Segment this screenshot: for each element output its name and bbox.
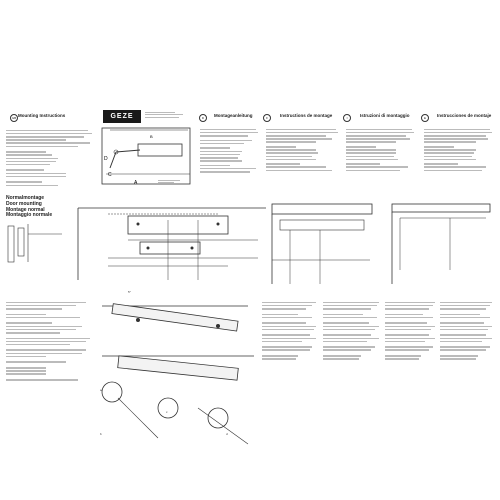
closer-diagram-top: D C A B bbox=[100, 126, 192, 186]
frame-drawing-right bbox=[270, 200, 380, 290]
label-c: c bbox=[166, 410, 168, 414]
door-mounting-title-2: Door mounting bbox=[6, 200, 42, 207]
template-drawing bbox=[68, 200, 268, 285]
svg-text:B: B bbox=[150, 134, 153, 139]
gb-text-block bbox=[6, 128, 94, 188]
door-mounting-title-4: Montaggio normale bbox=[6, 212, 53, 219]
bottom-f-text bbox=[323, 300, 381, 361]
arm-diagram-top-svg bbox=[102, 303, 248, 332]
svg-text:A: A bbox=[134, 180, 138, 186]
door-closer-illustration: D C A B bbox=[101, 127, 191, 186]
language-badge-gb: GB bbox=[10, 114, 18, 122]
svg-text:C: C bbox=[108, 172, 112, 178]
language-badge-d: D bbox=[199, 114, 207, 122]
i-text-block bbox=[346, 127, 416, 173]
label-d: d bbox=[226, 432, 228, 436]
e-text-block bbox=[424, 127, 494, 173]
top-diagram-label bbox=[158, 178, 198, 185]
frame-drawing-far-right bbox=[390, 200, 494, 290]
frame-drawing-right-svg bbox=[271, 203, 373, 284]
gb-title: Mounting Instructions bbox=[18, 113, 66, 118]
e-title: Instrucciones de montaje bbox=[437, 113, 492, 118]
arm-diagram-bottom bbox=[98, 348, 258, 448]
frame-sketch-svg bbox=[7, 224, 62, 263]
header-small-text bbox=[145, 110, 185, 119]
d-title: Montageanleitung bbox=[214, 113, 253, 118]
svg-text:D: D bbox=[104, 156, 108, 162]
bottom-e-text bbox=[440, 300, 494, 361]
frame-drawing-far-right-svg bbox=[391, 203, 491, 284]
door-mounting-block: Normalmontage Door mounting Montage norm… bbox=[6, 195, 66, 219]
top-header: GB bbox=[0, 0, 500, 122]
label-b: b bbox=[100, 432, 102, 436]
door-mounting-title-3: Montage normal bbox=[6, 206, 45, 213]
bottom-i-text bbox=[385, 300, 437, 361]
angle-label: 5° bbox=[128, 290, 131, 294]
i-title: Istruzioni di montaggio bbox=[360, 113, 410, 118]
language-badge-e: E bbox=[421, 114, 429, 122]
door-mounting-title-1: Normalmontage bbox=[6, 195, 45, 201]
geze-logo: GEZE bbox=[103, 110, 141, 123]
f-title: Instructions de montage bbox=[280, 113, 333, 118]
label-a: a bbox=[100, 388, 102, 392]
language-badge-f: F bbox=[263, 114, 271, 122]
door-frame-sketch bbox=[6, 222, 66, 264]
template-drawing-svg bbox=[77, 207, 266, 280]
bottom-d-text bbox=[262, 300, 320, 361]
arm-diagram-bottom-svg bbox=[101, 355, 254, 445]
language-badge-i: I bbox=[343, 114, 351, 122]
d-text-block bbox=[200, 127, 260, 174]
f-text-block bbox=[266, 127, 340, 173]
bottom-gb-text bbox=[6, 300, 94, 382]
arm-diagram-top bbox=[98, 296, 258, 342]
